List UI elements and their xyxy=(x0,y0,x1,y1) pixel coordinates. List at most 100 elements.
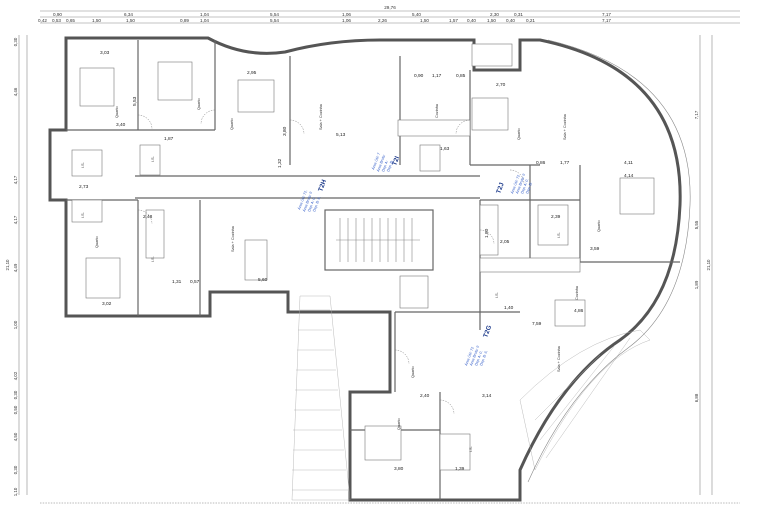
balcony-hatch xyxy=(291,295,351,501)
dim-top2: 1,57 xyxy=(449,18,458,23)
dim-top2: 0,65 xyxy=(66,18,75,23)
unit-tag-t2h: T2H Área Útil: 72, Área Bruta: 9 Dep. A:… xyxy=(296,178,328,212)
bed xyxy=(364,425,402,461)
room-label: Sala + Cozinha xyxy=(563,113,567,140)
room-label: Quarto xyxy=(230,118,234,130)
room-dim: 5,60 xyxy=(258,277,268,283)
unit-info: Dep. B: 6, xyxy=(479,350,488,366)
dim-top2: 1,50 xyxy=(92,18,101,23)
room-dim: 1,39 xyxy=(455,466,465,472)
dim-left: 4,49 xyxy=(13,263,18,272)
dim-top2: 0,40 xyxy=(506,18,515,23)
kitchen-counter xyxy=(479,257,581,273)
room-dim: 5,13 xyxy=(336,132,346,138)
bath-fixtures xyxy=(71,149,103,177)
room-label: I.S. xyxy=(151,156,155,162)
dim-right: 6,88 xyxy=(694,393,699,402)
dim-left: 4,17 xyxy=(13,215,18,224)
room-label: Quarto xyxy=(397,418,401,430)
room-label: I.S. xyxy=(495,292,499,298)
room-dim: 0,57 xyxy=(190,279,200,285)
room-dim: 3,80 xyxy=(282,126,288,136)
table xyxy=(554,299,586,327)
room-dim: 4,11 xyxy=(624,160,633,166)
dim-top2: 5,54 xyxy=(270,18,279,23)
unit-name: T2G xyxy=(482,324,493,338)
dim-top2: 0,21 xyxy=(526,18,535,23)
room-dim: 1,63 xyxy=(440,146,450,152)
unit-info: Dep. B: xyxy=(386,160,394,173)
bath-fixtures xyxy=(139,144,161,176)
stair-treads xyxy=(336,218,420,262)
dim-left: 1,00 xyxy=(13,320,18,329)
dim-top2: 1,50 xyxy=(487,18,496,23)
room-dim: 2,05 xyxy=(500,239,510,245)
room-dim: 2,39 xyxy=(551,214,561,220)
dim-top2: 1,06 xyxy=(342,18,351,23)
room-dim: 0,85 xyxy=(456,73,466,79)
dim-top: 0,90 xyxy=(53,12,62,17)
dim-top2: 0,53 xyxy=(52,18,61,23)
room-label: Quarto xyxy=(597,220,601,232)
bath-fixtures xyxy=(419,144,441,172)
room-dim: 2,40 xyxy=(420,393,430,399)
room-dimensions: 3,03 5,53 3,40 2,95 3,80 1,87 0,90 1,17 … xyxy=(79,50,634,472)
room-label: Sala + Cozinha xyxy=(319,103,323,130)
curved-balcony xyxy=(519,329,651,471)
dim-top2: 1,50 xyxy=(126,18,135,23)
room-label: I.S. xyxy=(81,162,85,168)
dim-top2: 1,50 xyxy=(420,18,429,23)
room-label: Quarto xyxy=(411,366,415,378)
unit-info: Área Útil: 72, xyxy=(296,189,308,210)
unit-info: Dep. A: xyxy=(381,160,389,172)
bed xyxy=(237,79,275,113)
room-dim: 2,95 xyxy=(247,70,257,76)
bed xyxy=(157,61,193,101)
left-dimensions: 0,30 4,46 4,17 21,10 4,17 4,49 1,00 4,02… xyxy=(5,35,28,496)
room-dim: 1,87 xyxy=(164,136,174,142)
dim-left: 4,17 xyxy=(13,175,18,184)
total-dimension: 29,76 xyxy=(384,5,396,10)
dim-left: 4,46 xyxy=(13,87,18,96)
dim-top2: 0,40 xyxy=(467,18,476,23)
room-label: I.S. xyxy=(81,212,85,218)
dim-top2: 0,42 xyxy=(38,18,47,23)
room-dim: 0,90 xyxy=(414,73,424,79)
room-label: Quarto xyxy=(517,128,521,140)
furniture xyxy=(71,43,655,471)
dim-top: 6,34 xyxy=(124,12,133,17)
room-dim: 1,77 xyxy=(560,160,570,166)
dim-left: 4,02 xyxy=(13,371,18,380)
bed xyxy=(85,257,121,299)
bath-fixtures xyxy=(439,433,471,471)
unit-info: Área Bruta: 9 xyxy=(469,345,480,366)
room-dim: 1,32 xyxy=(277,158,283,168)
room-label: Cozinha xyxy=(575,285,579,300)
dim-top: 7,17 xyxy=(602,12,611,17)
room-dim: 7,59 xyxy=(532,321,542,327)
room-dim: 3,02 xyxy=(102,301,112,307)
dim-right-total: 21,10 xyxy=(706,259,711,271)
dim-top: 5,54 xyxy=(270,12,279,17)
unit-name: T2J xyxy=(495,181,506,194)
dim-top: 1,04 xyxy=(200,12,209,17)
elevator xyxy=(399,275,429,309)
room-dim: 1,40 xyxy=(504,305,514,311)
dim-left: 0,50 xyxy=(13,405,18,414)
unit-name: T2I xyxy=(391,155,401,166)
right-dimensions: 7,17 5,55 21,10 1,89 6,88 xyxy=(694,35,713,495)
room-label: Cozinha xyxy=(435,103,439,118)
dim-top: 0,31 xyxy=(514,12,523,17)
dim-left: 1,10 xyxy=(13,487,18,496)
dim-right: 1,89 xyxy=(694,280,699,289)
room-dim: 2,48 xyxy=(143,214,153,220)
unit-tag-t2j: T2J Área Útil: 72 Área Bruta: 9 Dep. A: … xyxy=(495,173,533,195)
room-label: I.S. xyxy=(151,256,155,262)
unit-info: Área Útil: 72 xyxy=(509,174,520,194)
dim-top2: 0,89 xyxy=(180,18,189,23)
dim-left: 0,30 xyxy=(13,465,18,474)
bed xyxy=(471,97,509,131)
bath-fixtures xyxy=(145,209,165,259)
room-dim: 4,86 xyxy=(574,308,584,314)
